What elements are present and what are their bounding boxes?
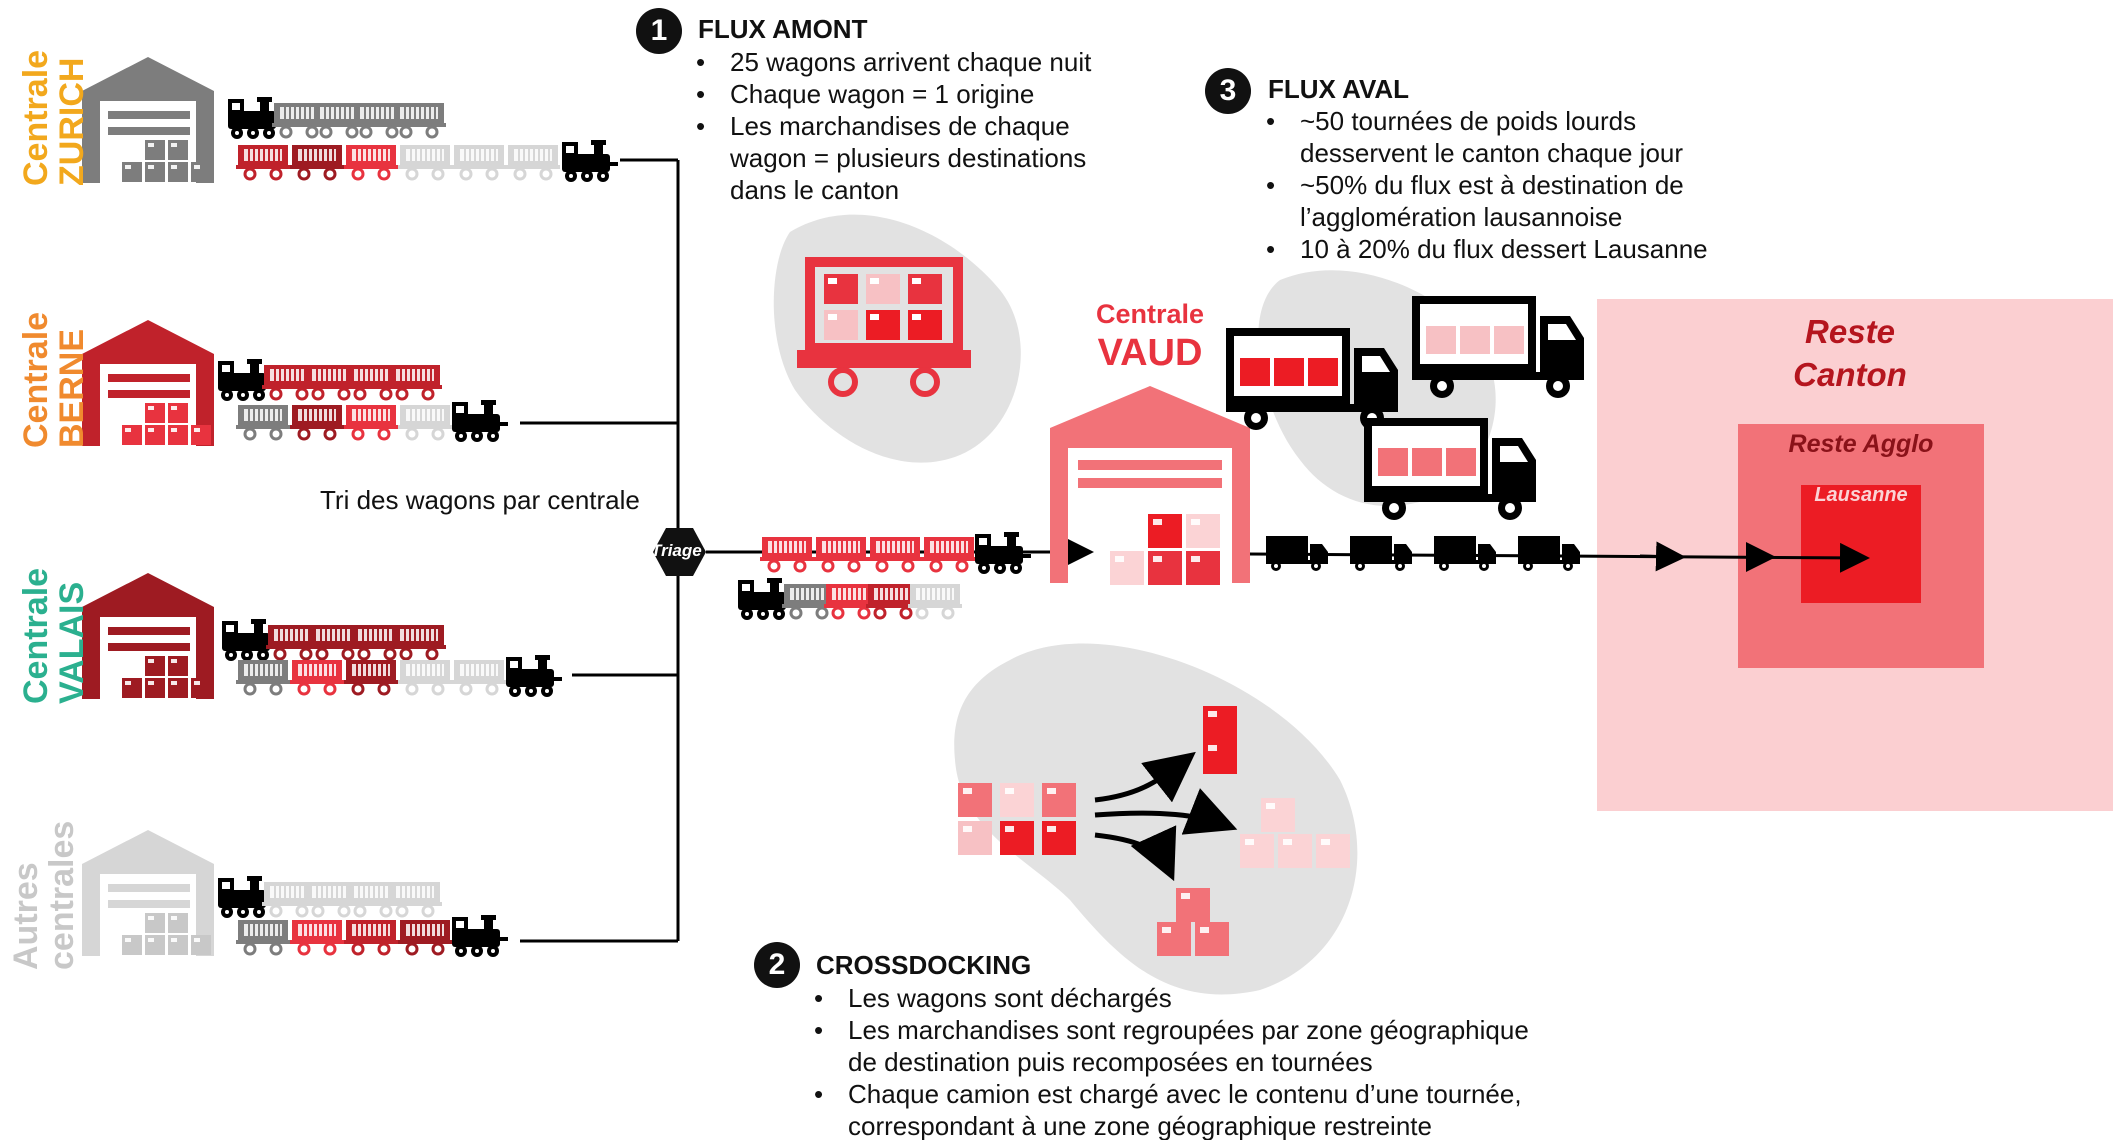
valais-train-top [222,619,448,661]
source-word2: centrales [43,820,81,970]
vaud-boxes [1110,514,1220,585]
truck-icon [1226,328,1398,430]
step3-bullet: 10 à 20% du flux dessert Lausanne [1264,233,1708,265]
step3-bullets: ~50 tournées de poids lourds desservent … [1264,105,1708,265]
source-word1: Autres [7,862,45,970]
step2-bullet: Les marchandises sont regroupées par zon… [812,1014,1529,1078]
truck-icon [1266,536,1580,571]
step2-bullet: Chaque camion est chargé avec le contenu… [812,1078,1529,1140]
autres-train-bottom [234,915,508,957]
step1-bullet: Les marchandises de chaque wagon = plusi… [694,110,1091,206]
step3-badge: 3 [1205,68,1251,114]
truck-icon [1364,418,1536,520]
blob-crossdocking [954,643,1358,995]
step2-bullets: Les wagons sont déchargés Les marchandis… [812,982,1529,1140]
step2-bullet: Les wagons sont déchargés [812,982,1529,1014]
flow-arrow-icon [1639,541,1686,572]
zurich-train-top [228,97,448,139]
sorted-train-bottom [738,578,964,620]
step1-bullets: 25 wagons arrivent chaque nuit Chaque wa… [694,46,1091,206]
triage-caption: Tri des wagons par centrale [320,485,640,515]
vaud-title: Centrale VAUD [1070,298,1230,376]
source-word1: Centrale [17,567,55,704]
vaud-warehouse-icon [1050,386,1250,583]
source-word1: Centrale [17,311,55,448]
zone-label-reste-canton: Reste Canton [1793,313,1907,393]
berne-train-bottom [234,400,508,442]
source-label-autres: Autres centrales [7,820,81,970]
source-label-valais: Centrale VALAIS [17,567,91,704]
triage-hexagon-icon [653,528,706,576]
source-word2: VALAIS [53,581,91,704]
step1-bullet: 25 wagons arrivent chaque nuit [694,46,1091,78]
crossdock-arrows [1094,751,1238,882]
autres-train-top [218,876,444,918]
step3-title: FLUX AVAL [1268,74,1410,104]
source-word2: BERNE [53,328,91,448]
step3-bullet: ~50% du flux est à destination de l’aggl… [1264,169,1708,233]
berne-train-top [218,359,444,401]
vaud-line2: VAUD [1097,332,1203,374]
step1-badge: 1 [636,8,682,54]
step3-bullet: ~50 tournées de poids lourds desservent … [1264,105,1708,169]
sorted-train-top [758,532,1031,574]
step1-title: FLUX AMONT [698,14,868,44]
triage-label: Triage [651,541,702,560]
step1-bullet: Chaque wagon = 1 origine [694,78,1091,110]
step2-badge: 2 [754,942,800,988]
zone-label-reste-agglo: Reste Agglo [1788,430,1934,458]
source-label-berne: Centrale BERNE [17,311,91,448]
valais-train-bottom [234,655,562,697]
zone-label-lausanne: Lausanne [1814,484,1908,506]
source-word2: ZURICH [53,57,91,186]
step2-title: CROSSDOCKING [816,950,1032,980]
vaud-line1: Centrale [1095,299,1205,329]
truck-icon [1412,296,1584,398]
loaded-wagon-icon [797,257,971,397]
zurich-train-bottom [234,140,618,182]
crossdock-group-lausanne [1203,706,1237,774]
source-word1: Centrale [17,49,55,186]
source-label-zurich: Centrale ZURICH [17,49,91,186]
